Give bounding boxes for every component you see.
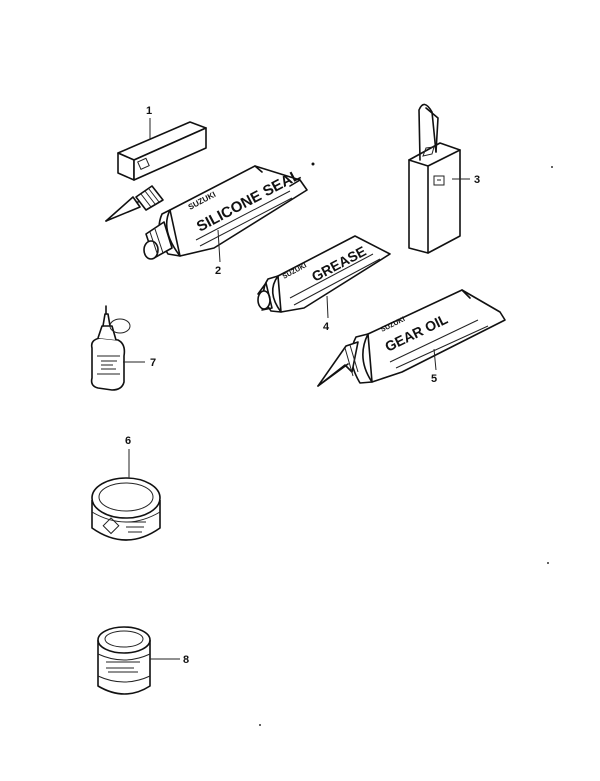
part-8-paste-can: [97, 626, 151, 695]
callout-1: 1: [146, 105, 152, 117]
leader-lines: [123, 118, 470, 660]
part-5-gear-oil-tube: SUZUKI GEAR OIL: [317, 289, 506, 387]
part-4-grease-tube: SUZUKI GREASE: [257, 235, 391, 313]
callout-8: 8: [183, 654, 189, 666]
callout-4: 4: [323, 321, 330, 333]
leader-4: [326, 295, 329, 319]
part-3-sealant-blister-pack: [408, 103, 461, 254]
leader-5: [433, 348, 437, 371]
callout-5: 5: [431, 373, 437, 385]
part-2-silicone-seal-tube: SUZUKI SILICONE SEAL: [143, 165, 308, 260]
part-6-grease-can: [91, 477, 161, 541]
callout-2: 2: [215, 265, 221, 277]
part-7-oil-bottle: [90, 305, 131, 391]
leader-2: [217, 229, 221, 263]
scan-specks: [259, 162, 553, 726]
callout-7: 7: [150, 357, 156, 369]
part-1-applicator-nozzle: [105, 185, 164, 222]
callout-6: 6: [125, 435, 131, 447]
callout-3: 3: [474, 174, 480, 186]
part-1-bond-block: [117, 121, 207, 181]
